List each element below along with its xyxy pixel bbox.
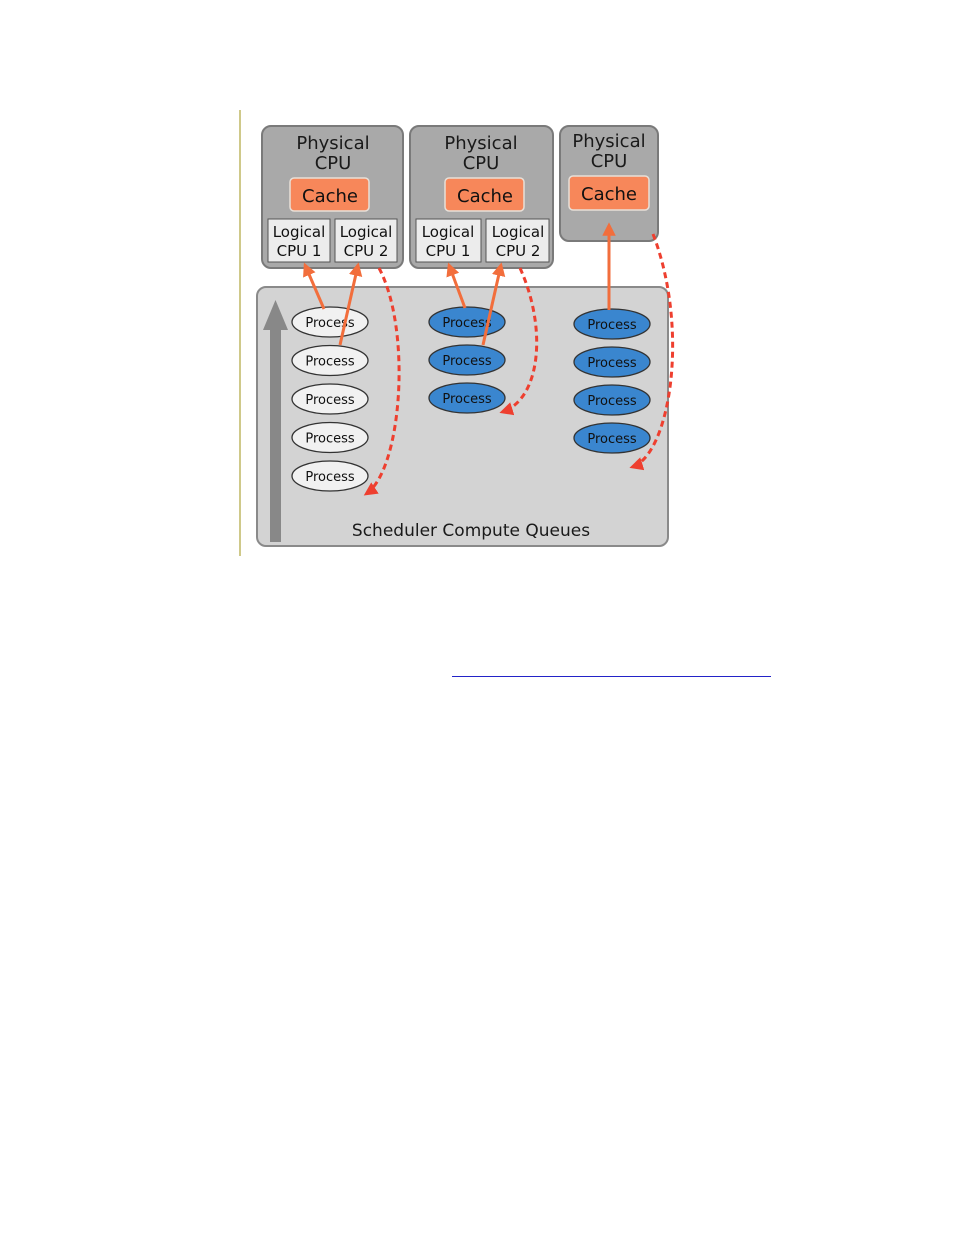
process-label: Process (587, 356, 637, 371)
physical-cpu-title-line2: CPU (315, 153, 352, 174)
queue-label: Scheduler Compute Queues (352, 521, 590, 541)
queue-arrow-shaft (270, 326, 281, 542)
process-label: Process (442, 392, 492, 407)
process-label: Process (442, 354, 492, 369)
physical-cpu-title-line1: Physical (296, 133, 369, 154)
process-label: Process (442, 316, 492, 331)
logical-cpu-2-line1: Logical (492, 223, 545, 241)
cache-label: Cache (457, 186, 513, 207)
physical-cpu-1: Physical CPU Cache Logical CPU 1 Logical… (262, 126, 403, 268)
physical-cpu-2: Physical CPU Cache Logical CPU 1 Logical… (410, 126, 553, 268)
logical-cpu-2-line1: Logical (340, 223, 393, 241)
physical-cpu-3: Physical CPU Cache (560, 126, 658, 241)
logical-cpu-2-line2: CPU 2 (344, 242, 389, 260)
process-label: Process (587, 318, 637, 333)
process-label: Process (305, 432, 355, 447)
physical-cpu-title-line1: Physical (444, 133, 517, 154)
hyperlink-underline[interactable] (452, 676, 771, 677)
logical-cpu-1-line2: CPU 1 (277, 242, 322, 260)
logical-cpu-1-line1: Logical (273, 223, 326, 241)
logical-cpu-2-line2: CPU 2 (496, 242, 541, 260)
process-label: Process (587, 394, 637, 409)
cache-label: Cache (581, 184, 637, 205)
cache-label: Cache (302, 186, 358, 207)
logical-cpu-1-line2: CPU 1 (426, 242, 471, 260)
physical-cpu-title-line2: CPU (591, 151, 628, 172)
logical-cpu-1-line1: Logical (422, 223, 475, 241)
process-label: Process (587, 432, 637, 447)
process-label: Process (305, 355, 355, 370)
process-label: Process (305, 470, 355, 485)
physical-cpu-title-line1: Physical (572, 131, 645, 152)
process-label: Process (305, 393, 355, 408)
physical-cpu-title-line2: CPU (463, 153, 500, 174)
